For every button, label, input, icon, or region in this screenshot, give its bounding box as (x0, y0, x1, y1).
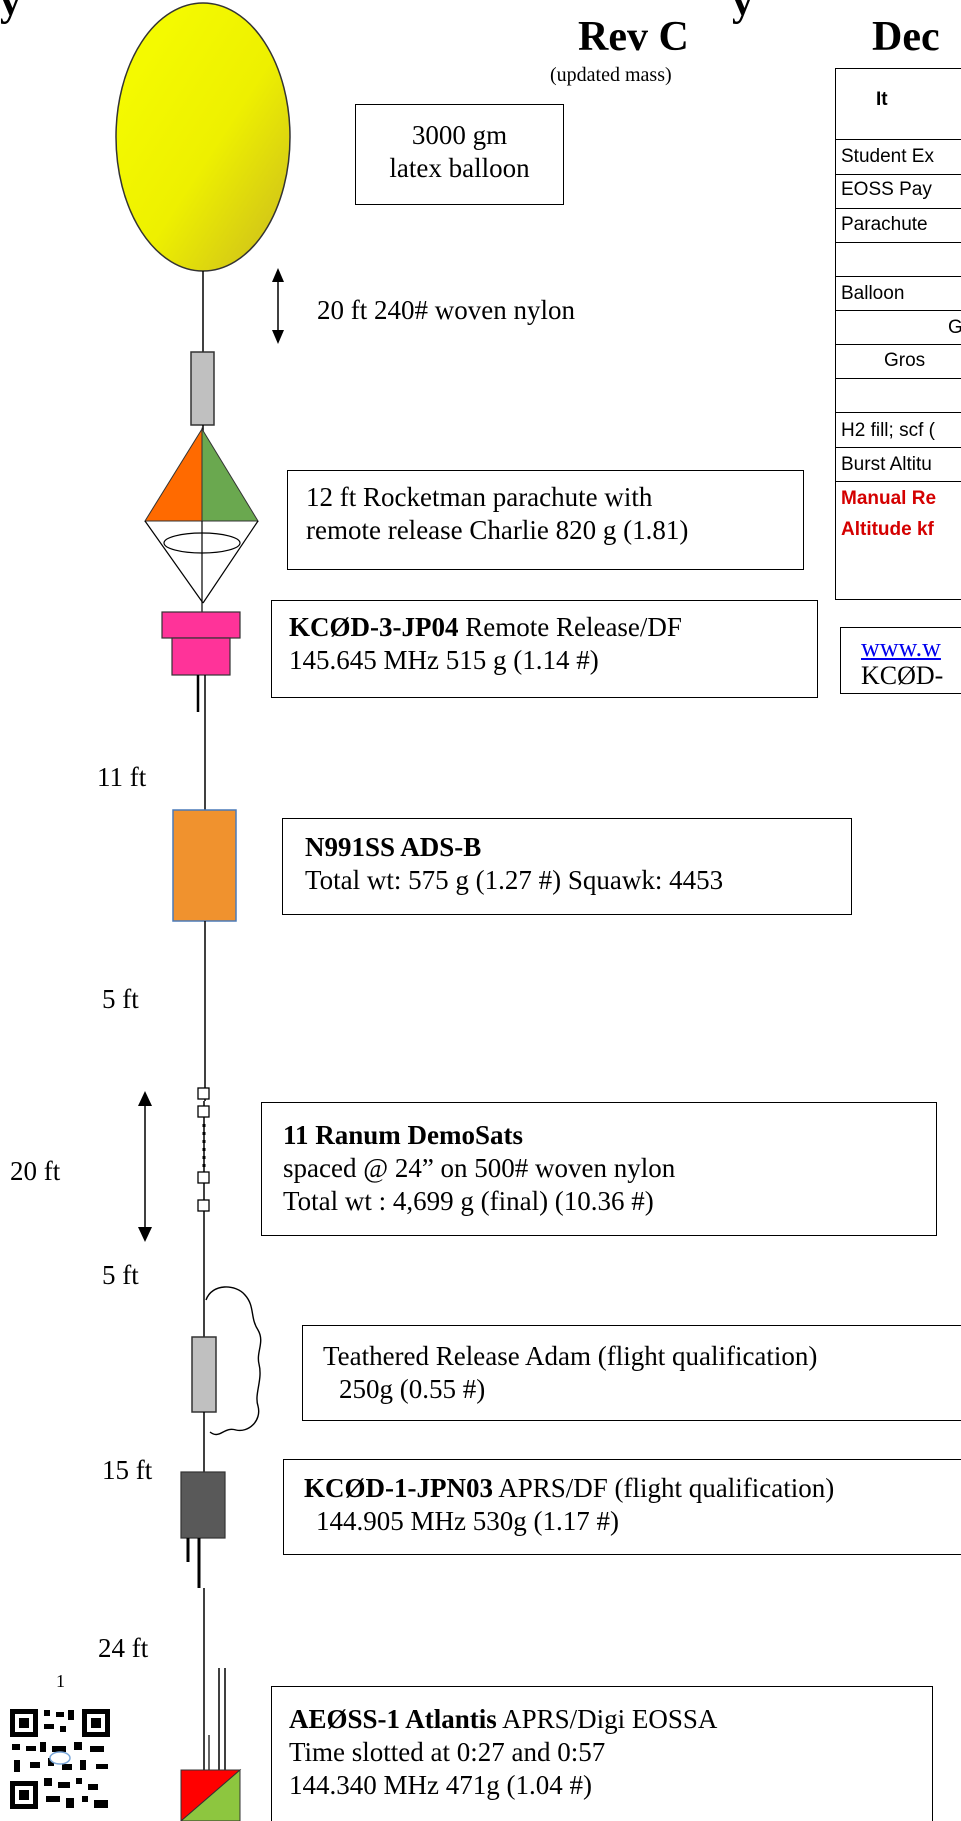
aprs-callsign: KCØD-1-JPN03 (304, 1473, 493, 1503)
adsb-unit (172, 809, 237, 922)
table-title-fragment: Dec (872, 14, 940, 60)
table-row-9: Burst Altitu (841, 454, 932, 475)
spacing-label-5ft-a: 5 ft (102, 984, 139, 1014)
teathered-release-label-box: Teathered Release Adam (flight qualifica… (302, 1325, 961, 1421)
aprs-desc: APRS/DF (flight qualification) (492, 1473, 835, 1503)
remote-release-unit (161, 611, 241, 745)
callsign-fragment: KCØD- (861, 661, 944, 690)
title-fragment-left: y (0, 0, 21, 25)
remote-release-desc: Remote Release/DF (458, 612, 682, 642)
balloon-mass: 3000 gm (411, 120, 508, 150)
adsb-title: N991SS ADS-B (305, 832, 482, 862)
title-fragment-right: y (732, 0, 753, 25)
balloon-type: latex balloon (389, 153, 530, 183)
remote-release-callsign: KCØD-3-JP04 (289, 612, 459, 642)
atlantis-label-box: AEØSS-1 Atlantis APRS/Digi EOSSA Time sl… (271, 1686, 933, 1821)
spacing-label-20ft: 20 ft (10, 1156, 61, 1186)
atlantis-freq: 144.340 MHz 471g (1.04 #) (289, 1770, 592, 1800)
parachute-line-1: 12 ft Rocketman parachute with (306, 482, 653, 512)
balloon-label-box: 3000 gm latex balloon (355, 104, 564, 205)
table-red-row-1: Altitude kf (841, 519, 934, 540)
parachute-line-2: remote release Charlie 820 g (1.81) (306, 515, 689, 545)
swivel-block (190, 351, 215, 426)
demosats-weight: Total wt : 4,699 g (final) (10.36 #) (283, 1186, 654, 1216)
table-row-8: H2 fill; scf ( (841, 420, 935, 441)
spacing-label-5ft-b: 5 ft (102, 1260, 139, 1290)
atlantis-timeslot: Time slotted at 0:27 and 0:57 (289, 1737, 606, 1767)
link-box: www.w KCØD- (840, 627, 961, 694)
atlantis-desc: APRS/Digi EOSSA (496, 1704, 718, 1734)
table-red-row-0: Manual Re (841, 488, 937, 509)
length-arrow-top (272, 268, 284, 344)
teathered-release-title: Teathered Release Adam (flight qualifica… (323, 1341, 818, 1371)
balloon-shape (115, 2, 291, 272)
page-number: 1 (56, 1671, 65, 1691)
aprs-unit (180, 1471, 226, 1770)
remote-release-freq: 145.645 MHz 515 g (1.14 #) (289, 645, 599, 675)
table-row-2: Parachute (841, 214, 928, 235)
table-row-5: G (948, 317, 961, 338)
teathered-release-weight: 250g (0.55 #) (339, 1374, 486, 1404)
qr-code (8, 1707, 112, 1811)
demosats-spacing: spaced @ 24” on 500# woven nylon (283, 1153, 676, 1183)
spacing-label-11ft: 11 ft (97, 762, 147, 792)
remote-release-label-box: KCØD-3-JP04 Remote Release/DF 145.645 MH… (271, 600, 818, 698)
table-row-4: Balloon (841, 283, 905, 304)
demosats-title: 11 Ranum DemoSats (283, 1120, 524, 1150)
atlantis-callsign: AEØSS-1 Atlantis (289, 1704, 497, 1734)
table-header: It (876, 89, 888, 110)
spacing-label-15ft: 15 ft (102, 1455, 153, 1485)
aprs-freq: 144.905 MHz 530g (1.17 #) (316, 1506, 619, 1536)
demosat-string (197, 1087, 210, 1256)
adsb-label-box: N991SS ADS-B Total wt: 575 g (1.27 #) Sq… (282, 818, 852, 915)
aprs-label-box: KCØD-1-JPN03 APRS/DF (flight qualificati… (283, 1459, 961, 1555)
tether-label: 20 ft 240# woven nylon (317, 295, 575, 325)
revision-label: Rev C (578, 14, 689, 60)
spacing-label-24ft: 24 ft (98, 1633, 149, 1663)
atlantis-unit (180, 1668, 242, 1821)
table-row-0: Student Ex (841, 146, 934, 167)
website-link[interactable]: www.w (861, 633, 941, 662)
revision-note: (updated mass) (550, 64, 672, 86)
teathered-release-unit (191, 1256, 262, 1472)
mass-table: It Student Ex EOSS Pay Parachute Balloon… (835, 68, 961, 600)
length-arrow-demosats (138, 1091, 152, 1242)
parachute-shape (144, 427, 259, 612)
table-row-1: EOSS Pay (841, 179, 932, 200)
demosats-label-box: 11 Ranum DemoSats spaced @ 24” on 500# w… (261, 1102, 937, 1236)
adsb-details: Total wt: 575 g (1.27 #) Squawk: 4453 (305, 865, 724, 895)
table-row-6: Gros (884, 350, 926, 371)
parachute-label-box: 12 ft Rocketman parachute with remote re… (287, 470, 804, 570)
